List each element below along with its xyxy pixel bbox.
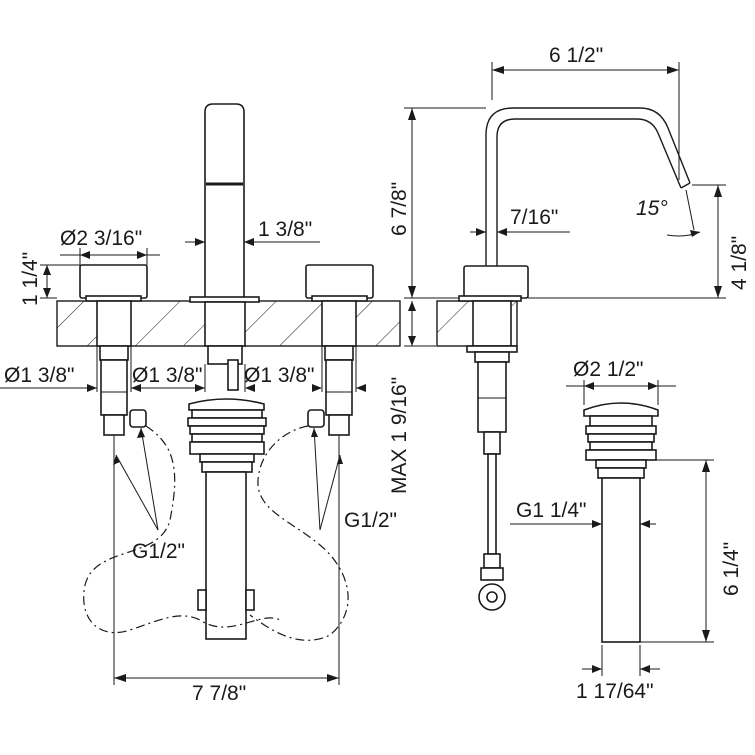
side-spout <box>458 107 691 611</box>
dim-drain-thread: G1 1/4" <box>516 499 587 522</box>
dim-shank-right: Ø1 3/8" <box>244 364 315 387</box>
front-drain <box>187 359 267 640</box>
dim-deck-thickness: MAX 1 9/16" <box>388 377 411 494</box>
dim-drain-cap-diameter: Ø2 1/2" <box>573 358 644 381</box>
dim-spout-height: 6 7/8" <box>388 182 411 236</box>
front-view <box>56 103 401 641</box>
dim-shank-center: Ø1 3/8" <box>132 364 203 387</box>
dim-inlet-right: G1/2" <box>344 509 397 532</box>
dim-spout-tube-diameter: 7/16" <box>510 206 558 229</box>
dim-handle-diameter: Ø2 3/16" <box>60 227 142 250</box>
dimension-labels: 6 1/2" 6 7/8" 15° 4 1/8" 7/16" 1 3/8" Ø2… <box>4 44 751 705</box>
dimension-lines <box>0 62 726 685</box>
front-spout <box>189 103 260 365</box>
dim-spout-tip-height: 4 1/8" <box>728 236 751 290</box>
dim-spout-reach: 6 1/2" <box>549 44 603 67</box>
dim-drain-length: 6 1/4" <box>720 542 743 596</box>
side-view <box>436 107 691 611</box>
right-handle <box>305 264 374 436</box>
left-handle <box>79 264 148 436</box>
dim-handle-height: 1 1/4" <box>19 252 42 306</box>
dim-spout-body-width: 1 3/8" <box>258 218 312 241</box>
flex-hoses <box>83 425 349 641</box>
dim-overall-spread: 7 7/8" <box>192 682 246 705</box>
dim-shank-left: Ø1 3/8" <box>4 364 75 387</box>
dim-spout-angle: 15° <box>636 197 668 220</box>
drain-detail <box>583 402 659 643</box>
inlet-leaders <box>113 427 343 531</box>
dim-inlet-left: G1/2" <box>132 540 185 563</box>
dim-drain-tube-diameter: 1 17/64" <box>576 680 654 703</box>
